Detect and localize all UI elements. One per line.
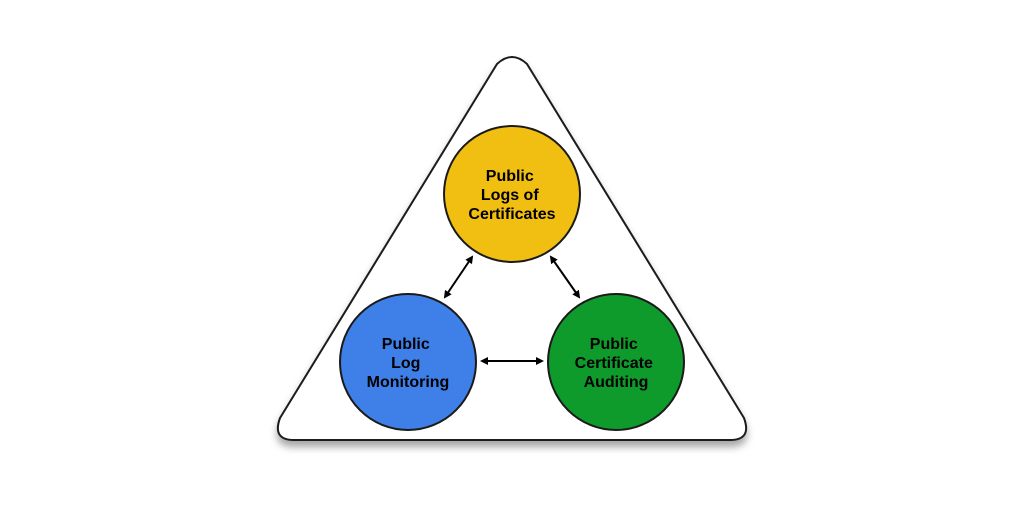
- svg-text:Public Logs of Cer: Public Logs of Certificates: [468, 168, 555, 223]
- monitoring-label-line-3: Monitoring: [367, 374, 450, 391]
- monitoring-label-line-2: Log: [391, 355, 420, 372]
- svg-text:Public Log Monitor: Public Log Monitoring: [367, 336, 450, 391]
- logs-label-line-2: Logs of: [481, 187, 539, 204]
- auditing-label-line-1: Public: [590, 336, 638, 353]
- monitoring-circle: [339, 293, 477, 431]
- node-public-certificate-auditing: Public Certificate Auditing: [547, 293, 685, 431]
- auditing-label-line-3: Auditing: [584, 374, 649, 391]
- arrow-logs-auditing: [549, 255, 581, 299]
- node-public-log-monitoring: Public Log Monitoring: [339, 293, 477, 431]
- node-public-logs: Public Logs of Certificates: [443, 125, 581, 263]
- monitoring-label-line-1: Public: [382, 336, 430, 353]
- logs-label-line-1: Public: [486, 168, 534, 185]
- auditing-label-line-2: Certificate: [575, 355, 653, 372]
- auditing-circle: [547, 293, 685, 431]
- svg-text:Public Certificate: Public Certificate Auditing: [575, 336, 658, 391]
- logs-label-line-3: Certificates: [468, 206, 555, 223]
- arrow-logs-monitoring: [443, 255, 474, 299]
- logs-circle: [443, 125, 581, 263]
